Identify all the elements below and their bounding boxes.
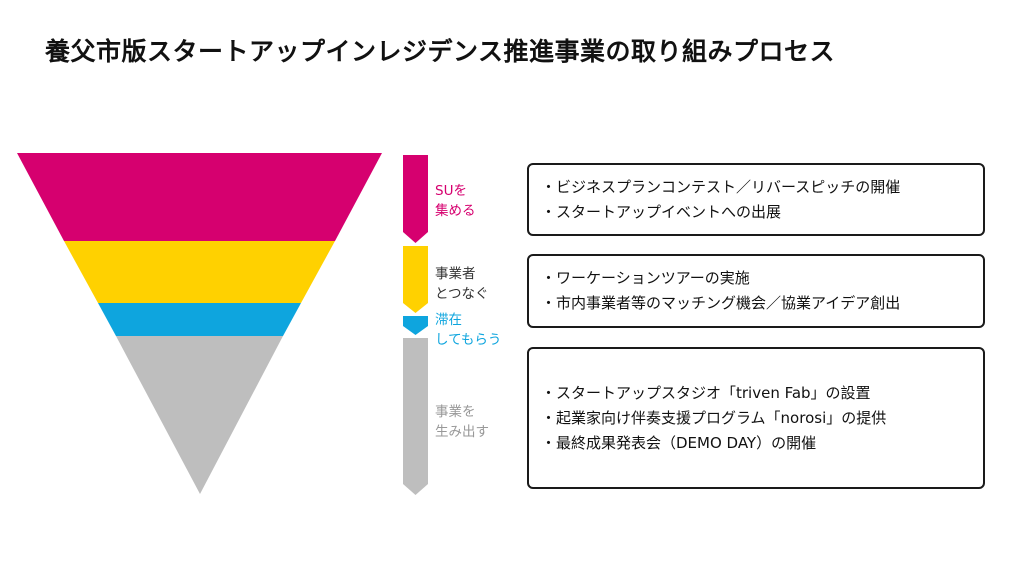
stage-label-collect: SUを 集める bbox=[435, 183, 476, 219]
page-title: 養父市版スタートアップインレジデンス推進事業の取り組みプロセス bbox=[45, 37, 836, 66]
stage-label-create: 事業を 生み出す bbox=[435, 404, 489, 440]
list-item: ・市内事業者等のマッチング機会／協業アイデア創出 bbox=[541, 294, 901, 312]
list-item: ・スタートアップスタジオ「triven Fab」の設置 bbox=[541, 383, 871, 402]
list-item: ・最終成果発表会（DEMO DAY）の開催 bbox=[541, 433, 817, 452]
activity-box-collect: ・ビジネスプランコンテスト／リバースピッチの開催 ・スタートアップイベントへの出… bbox=[527, 163, 985, 236]
list-item: ・ビジネスプランコンテスト／リバースピッチの開催 bbox=[541, 177, 901, 196]
stage-arrow-collect bbox=[403, 155, 428, 243]
funnel-band-create bbox=[116, 336, 283, 494]
list-item: ・起業家向け伴奏支援プログラム「norosi」の提供 bbox=[541, 408, 887, 427]
stage-arrow-create bbox=[403, 338, 428, 495]
list-item: ・スタートアップイベントへの出展 bbox=[541, 202, 782, 221]
stage-arrow-stay bbox=[403, 316, 428, 335]
funnel-band-collect bbox=[17, 153, 382, 241]
list-item: ・ワーケーションツアーの実施 bbox=[541, 269, 750, 287]
activity-box-connect: ・ワーケーションツアーの実施 ・市内事業者等のマッチング機会／協業アイデア創出 bbox=[527, 254, 985, 328]
stage-label-connect: 事業者 とつなぐ bbox=[435, 266, 489, 302]
stage-arrow-connect bbox=[403, 246, 428, 313]
activity-box-create: ・スタートアップスタジオ「triven Fab」の設置 ・起業家向け伴奏支援プロ… bbox=[527, 347, 985, 489]
funnel-band-stay bbox=[98, 303, 301, 336]
stage-label-stay: 滞在 してもらう bbox=[435, 312, 502, 348]
funnel-band-connect bbox=[64, 241, 335, 303]
